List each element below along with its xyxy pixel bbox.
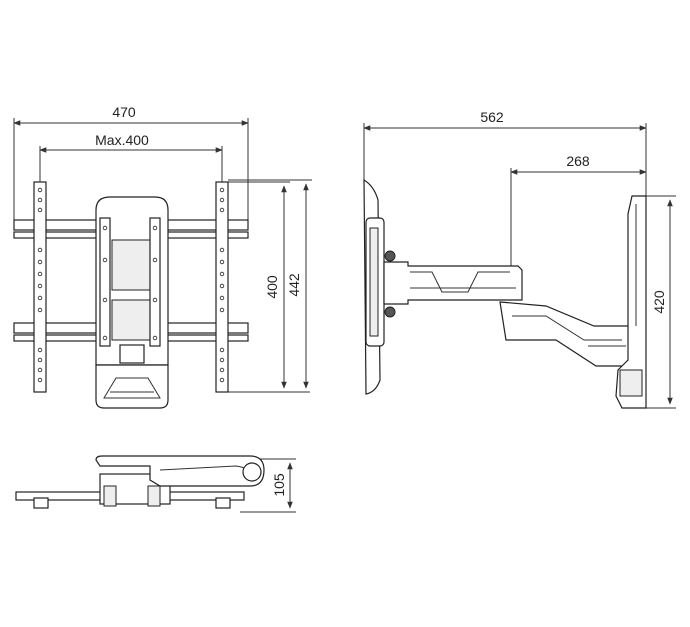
dim-label-442: 442: [286, 273, 302, 297]
tilt-knob-bottom: [384, 306, 396, 318]
top-view: 105: [15, 455, 296, 513]
base-bracket: [95, 364, 169, 409]
front-view: 470 Max.400 400 442: [13, 104, 312, 409]
dim-label-105: 105: [271, 473, 287, 497]
tilt-knob-top: [384, 250, 396, 262]
dim-label-420: 420: [651, 290, 667, 314]
side-view: 562 268 420: [363, 109, 676, 409]
arm-holes: [37, 187, 225, 383]
left-strap: [99, 217, 111, 347]
dim-label-562: 562: [480, 109, 504, 125]
top-view-arm: [95, 455, 265, 487]
right-strap: [149, 217, 161, 347]
wall-plate: [615, 195, 647, 409]
dim-label-400: 400: [264, 275, 280, 299]
front-arm: [383, 261, 523, 305]
rear-arm: [499, 301, 641, 367]
dim-label-268: 268: [566, 153, 590, 169]
dim-label-max400: Max.400: [95, 132, 149, 148]
dim-label-470: 470: [112, 104, 136, 120]
